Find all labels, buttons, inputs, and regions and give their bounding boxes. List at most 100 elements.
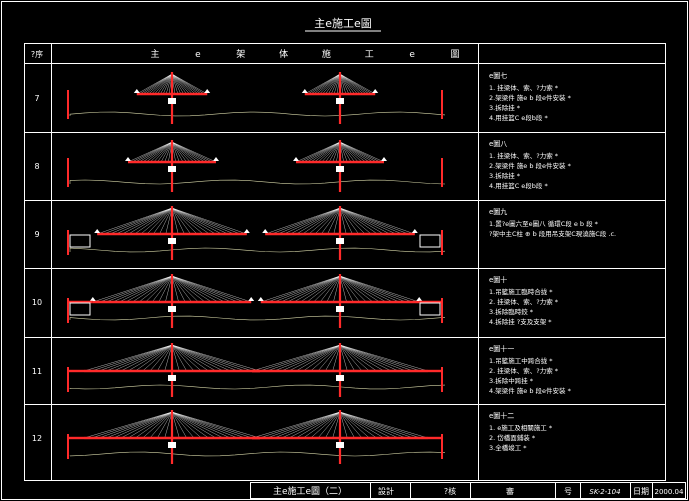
stay-cable: [265, 207, 341, 235]
stay-cable: [140, 207, 173, 235]
stage-heading: e圖十二: [489, 411, 514, 420]
stay-cable: [332, 141, 341, 163]
stay-cable: [339, 344, 355, 372]
pier-block: [336, 442, 344, 448]
stage-note-line: 2.架梁件 施e b 段e件安装 *: [489, 93, 572, 102]
stage-note-line: 4.拆除挂 ?支及支架 *: [489, 317, 552, 326]
stay-cable: [127, 344, 173, 372]
stay-cable: [339, 207, 415, 235]
stay-cable: [164, 344, 173, 372]
stay-cable: [103, 207, 173, 235]
stay-cable: [171, 275, 199, 303]
stay-cable: [281, 411, 341, 439]
stay-cable: [171, 207, 185, 235]
stay-cable: [339, 344, 429, 372]
stay-cable: [339, 411, 399, 439]
stay-cable: [339, 344, 392, 372]
stay-cable: [273, 344, 341, 372]
stay-cable: [325, 344, 341, 372]
stay-cable: [339, 275, 354, 303]
stay-cable: [339, 411, 429, 439]
stay-cable: [152, 275, 173, 303]
stay-cable: [339, 207, 378, 235]
stay-cable: [296, 207, 341, 235]
pier-block: [168, 98, 176, 104]
stay-cable: [339, 344, 348, 372]
stay-cable: [138, 141, 173, 163]
stay-cable: [171, 411, 202, 439]
stage-note-line: 1. 挂梁体、索、?力索 *: [489, 151, 559, 160]
stay-cable: [310, 411, 341, 439]
stage-note-line: 1.吊籃施工中跨合拢 *: [489, 356, 553, 365]
stay-cable: [339, 344, 421, 372]
stage-number: 11: [32, 367, 42, 376]
stay-cable: [299, 141, 341, 163]
stay-cable: [339, 344, 407, 372]
stay-cable: [339, 275, 400, 303]
footer-no-label: 号: [564, 487, 572, 496]
stay-cable: [339, 344, 414, 372]
stage-number: 8: [34, 162, 39, 171]
stay-cable: [339, 344, 377, 372]
form-traveler: [204, 89, 211, 93]
stay-cable: [339, 73, 358, 95]
header-main-char: 体: [279, 48, 288, 60]
stay-cable: [145, 73, 173, 95]
pier-block: [168, 375, 176, 381]
stay-cable: [339, 275, 374, 303]
stay-cable: [339, 411, 414, 439]
stay-cable: [171, 207, 191, 235]
stay-cable: [171, 141, 206, 163]
stay-cable: [314, 141, 341, 163]
stay-cable: [339, 73, 349, 95]
stage-note-line: 2.架梁件 施e b 段e件安装 *: [489, 161, 572, 170]
stage-note-line: 2. 挂梁体、索、?力索 *: [489, 366, 559, 375]
stay-cable: [135, 141, 173, 163]
stage-note-line: ?架中主C柱 ⊕ b 段用吊支架C現澆施C段 .c.: [489, 229, 616, 238]
stay-cable: [339, 275, 360, 303]
pier-block: [168, 238, 176, 244]
stay-cable: [164, 411, 173, 439]
footer-design: 設計: [378, 486, 394, 496]
stay-cable: [146, 141, 173, 163]
stay-cable: [259, 344, 341, 372]
stay-cable: [273, 411, 341, 439]
stay-cable: [339, 275, 380, 303]
form-traveler: [262, 229, 269, 233]
stay-cable: [339, 141, 366, 163]
stay-cable: [171, 411, 261, 439]
stage-note-line: 2. 挂梁体、索、?力索 *: [489, 297, 559, 306]
stay-cable: [339, 73, 364, 95]
stay-cable: [339, 344, 399, 372]
stay-cable: [91, 344, 173, 372]
form-traveler: [301, 89, 308, 93]
footer-date-value: 2000.04: [655, 488, 684, 496]
stay-cable: [83, 411, 173, 439]
stay-cable: [339, 275, 407, 303]
stay-cable: [314, 207, 341, 235]
header-main-char: e: [195, 50, 201, 60]
stay-cable: [113, 411, 173, 439]
stay-cable: [97, 207, 173, 235]
pier-block: [336, 166, 344, 172]
stay-cable: [136, 73, 173, 95]
title-block: 主e施工e圖（二） 設計 ?核 審 号 SK-2-104 日期 2000.04: [250, 482, 686, 499]
stay-cable: [149, 411, 173, 439]
stay-cable: [171, 275, 252, 303]
stay-cable: [339, 275, 393, 303]
pier-block: [336, 238, 344, 244]
stay-cable: [171, 275, 219, 303]
pier-block: [336, 98, 344, 104]
stay-cable: [339, 141, 352, 163]
stay-cable: [290, 207, 341, 235]
stay-cable: [171, 207, 210, 235]
stay-cable: [339, 344, 385, 372]
ground-line: [69, 179, 446, 185]
stay-cable: [310, 141, 341, 163]
stay-cable: [112, 275, 173, 303]
